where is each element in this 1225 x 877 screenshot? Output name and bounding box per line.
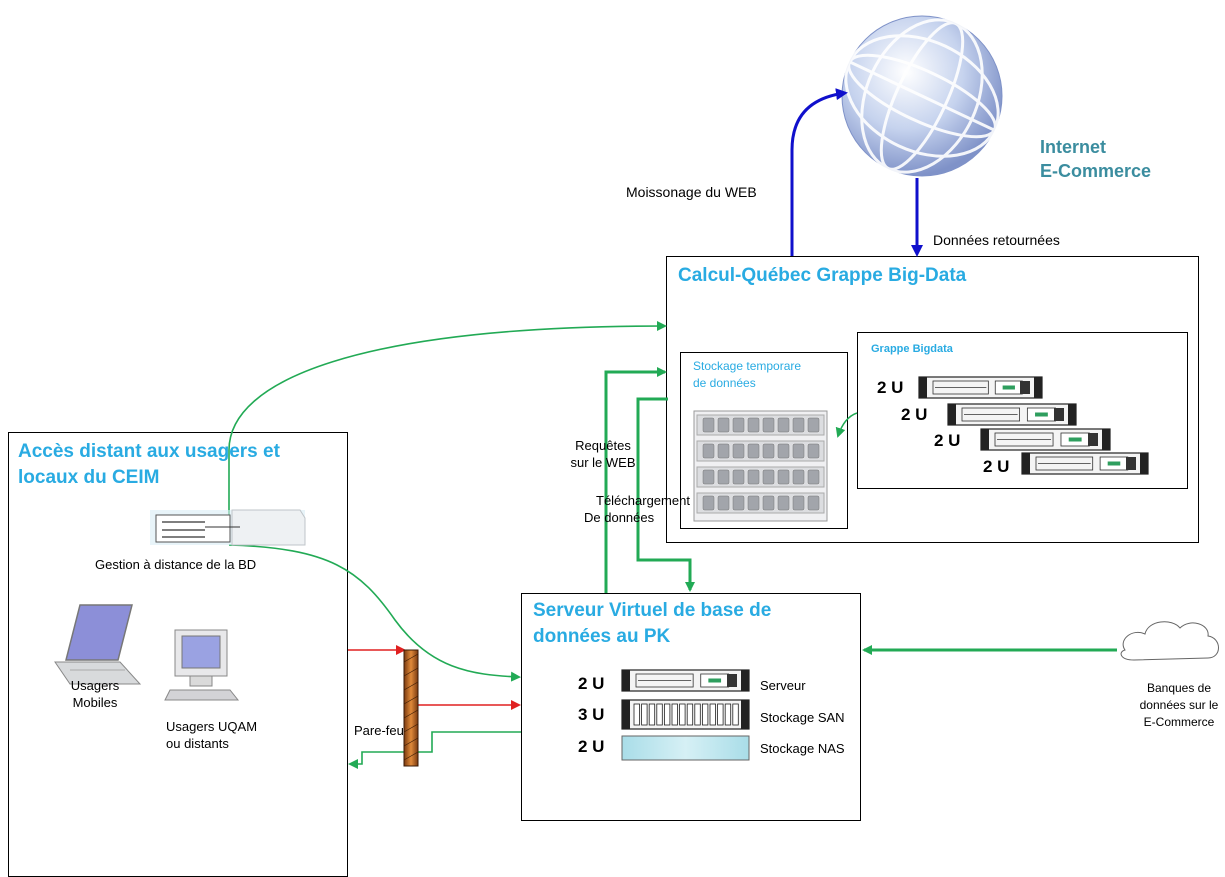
cloud-icon — [1120, 621, 1219, 661]
grappe-bigdata-box — [857, 332, 1188, 489]
mobile-users-label: Usagers Mobiles — [60, 677, 130, 711]
internet-line1: Internet — [1040, 137, 1107, 157]
web-harvest-label: Moissonage du WEB — [626, 184, 757, 200]
internet-line2: E-Commerce — [1040, 161, 1152, 181]
grappe-rack-unit-3: 2 U — [934, 431, 961, 450]
firewall-label: Pare-feu — [354, 723, 404, 738]
storage-temp-title-1: Stockage temporare — [693, 359, 802, 373]
mobile-users-line1: Usagers — [70, 678, 120, 693]
download-label: Téléchargement De données — [584, 492, 690, 526]
uqam-users-label: Usagers UQAM ou distants — [166, 718, 257, 752]
web-requests-line2: sur le WEB — [570, 455, 636, 470]
globe-icon — [841, 15, 1003, 177]
download-arrow — [636, 397, 695, 592]
server-row-1-label: Serveur — [760, 678, 806, 693]
download-line1: Téléchargement — [596, 493, 690, 508]
grappe-server-1 — [918, 376, 1043, 399]
grappe-rack-unit-1: 2 U — [877, 378, 904, 397]
data-banks-line2: données sur le — [1139, 698, 1219, 712]
data-banks-line3: E-Commerce — [1143, 715, 1215, 729]
web-requests-line1: Requêtes — [575, 438, 631, 453]
web-requests-label: Requêtes sur le WEB — [560, 437, 646, 471]
laptop-icon — [54, 604, 142, 685]
remote-access-title: Accès distant aux usagers et locaux du C… — [18, 439, 280, 491]
remote-management-server-icon — [150, 509, 306, 546]
pk-server-unit — [621, 669, 750, 692]
grappe-bigdata-title: Grappe Bigdata — [871, 343, 953, 355]
server-row-2-label: Stockage SAN — [760, 710, 845, 725]
grappe-rack-unit-2: 2 U — [901, 405, 928, 424]
grappe-server-4 — [1021, 452, 1149, 475]
server-row-1-units: 2 U — [578, 674, 605, 693]
server-row-3-units: 2 U — [578, 737, 605, 756]
grappe-server-2 — [947, 403, 1077, 426]
storage-temp-title: Stockage temporare de données — [693, 358, 801, 392]
web-requests-arrow — [604, 367, 667, 593]
firewall-icon — [403, 649, 419, 767]
remote-management-label: Gestion à distance de la BD — [95, 557, 257, 572]
virtual-db-server-box — [521, 593, 861, 821]
remote-access-title-1: Accès distant aux usagers et — [18, 441, 280, 462]
storage-temp-title-2: de données — [693, 376, 756, 390]
data-returned-label: Données retournées — [933, 232, 1060, 248]
nas-storage-unit — [621, 735, 750, 761]
uqam-users-line2: ou distants — [166, 736, 229, 751]
remote-to-server-arrow — [228, 544, 521, 682]
calcul-quebec-title: Calcul-Québec Grappe Big-Data — [678, 265, 967, 286]
storage-temp-box — [680, 352, 848, 529]
data-banks-label: Banques de données sur le E-Commerce — [1133, 680, 1225, 731]
server-row-2-units: 3 U — [578, 705, 605, 724]
storage-array-icon — [693, 410, 828, 522]
virtual-db-server-title-1: Serveur Virtuel de base de — [533, 600, 772, 621]
web-harvest-arrow — [790, 88, 848, 256]
internet-label: Internet E-Commerce — [1040, 135, 1151, 183]
server-row-3-label: Stockage NAS — [760, 741, 845, 756]
grappe-server-3 — [980, 428, 1111, 451]
server-to-remote-arrow — [348, 731, 521, 769]
virtual-db-server-title: Serveur Virtuel de base de données au PK — [533, 598, 771, 650]
grappe-to-storage-arrow — [835, 412, 858, 438]
grappe-rack-unit-4: 2 U — [983, 457, 1010, 476]
san-storage-unit — [621, 699, 750, 730]
mobile-users-line2: Mobiles — [72, 695, 118, 710]
remote-access-title-2: locaux du CEIM — [18, 467, 160, 488]
download-line2: De données — [584, 510, 655, 525]
virtual-db-server-title-2: données au PK — [533, 626, 671, 647]
uqam-users-line1: Usagers UQAM — [166, 719, 258, 734]
data-banks-line1: Banques de — [1146, 681, 1212, 695]
remote-to-calcul-arrow — [228, 321, 667, 515]
desktop-computer-icon — [164, 629, 240, 701]
